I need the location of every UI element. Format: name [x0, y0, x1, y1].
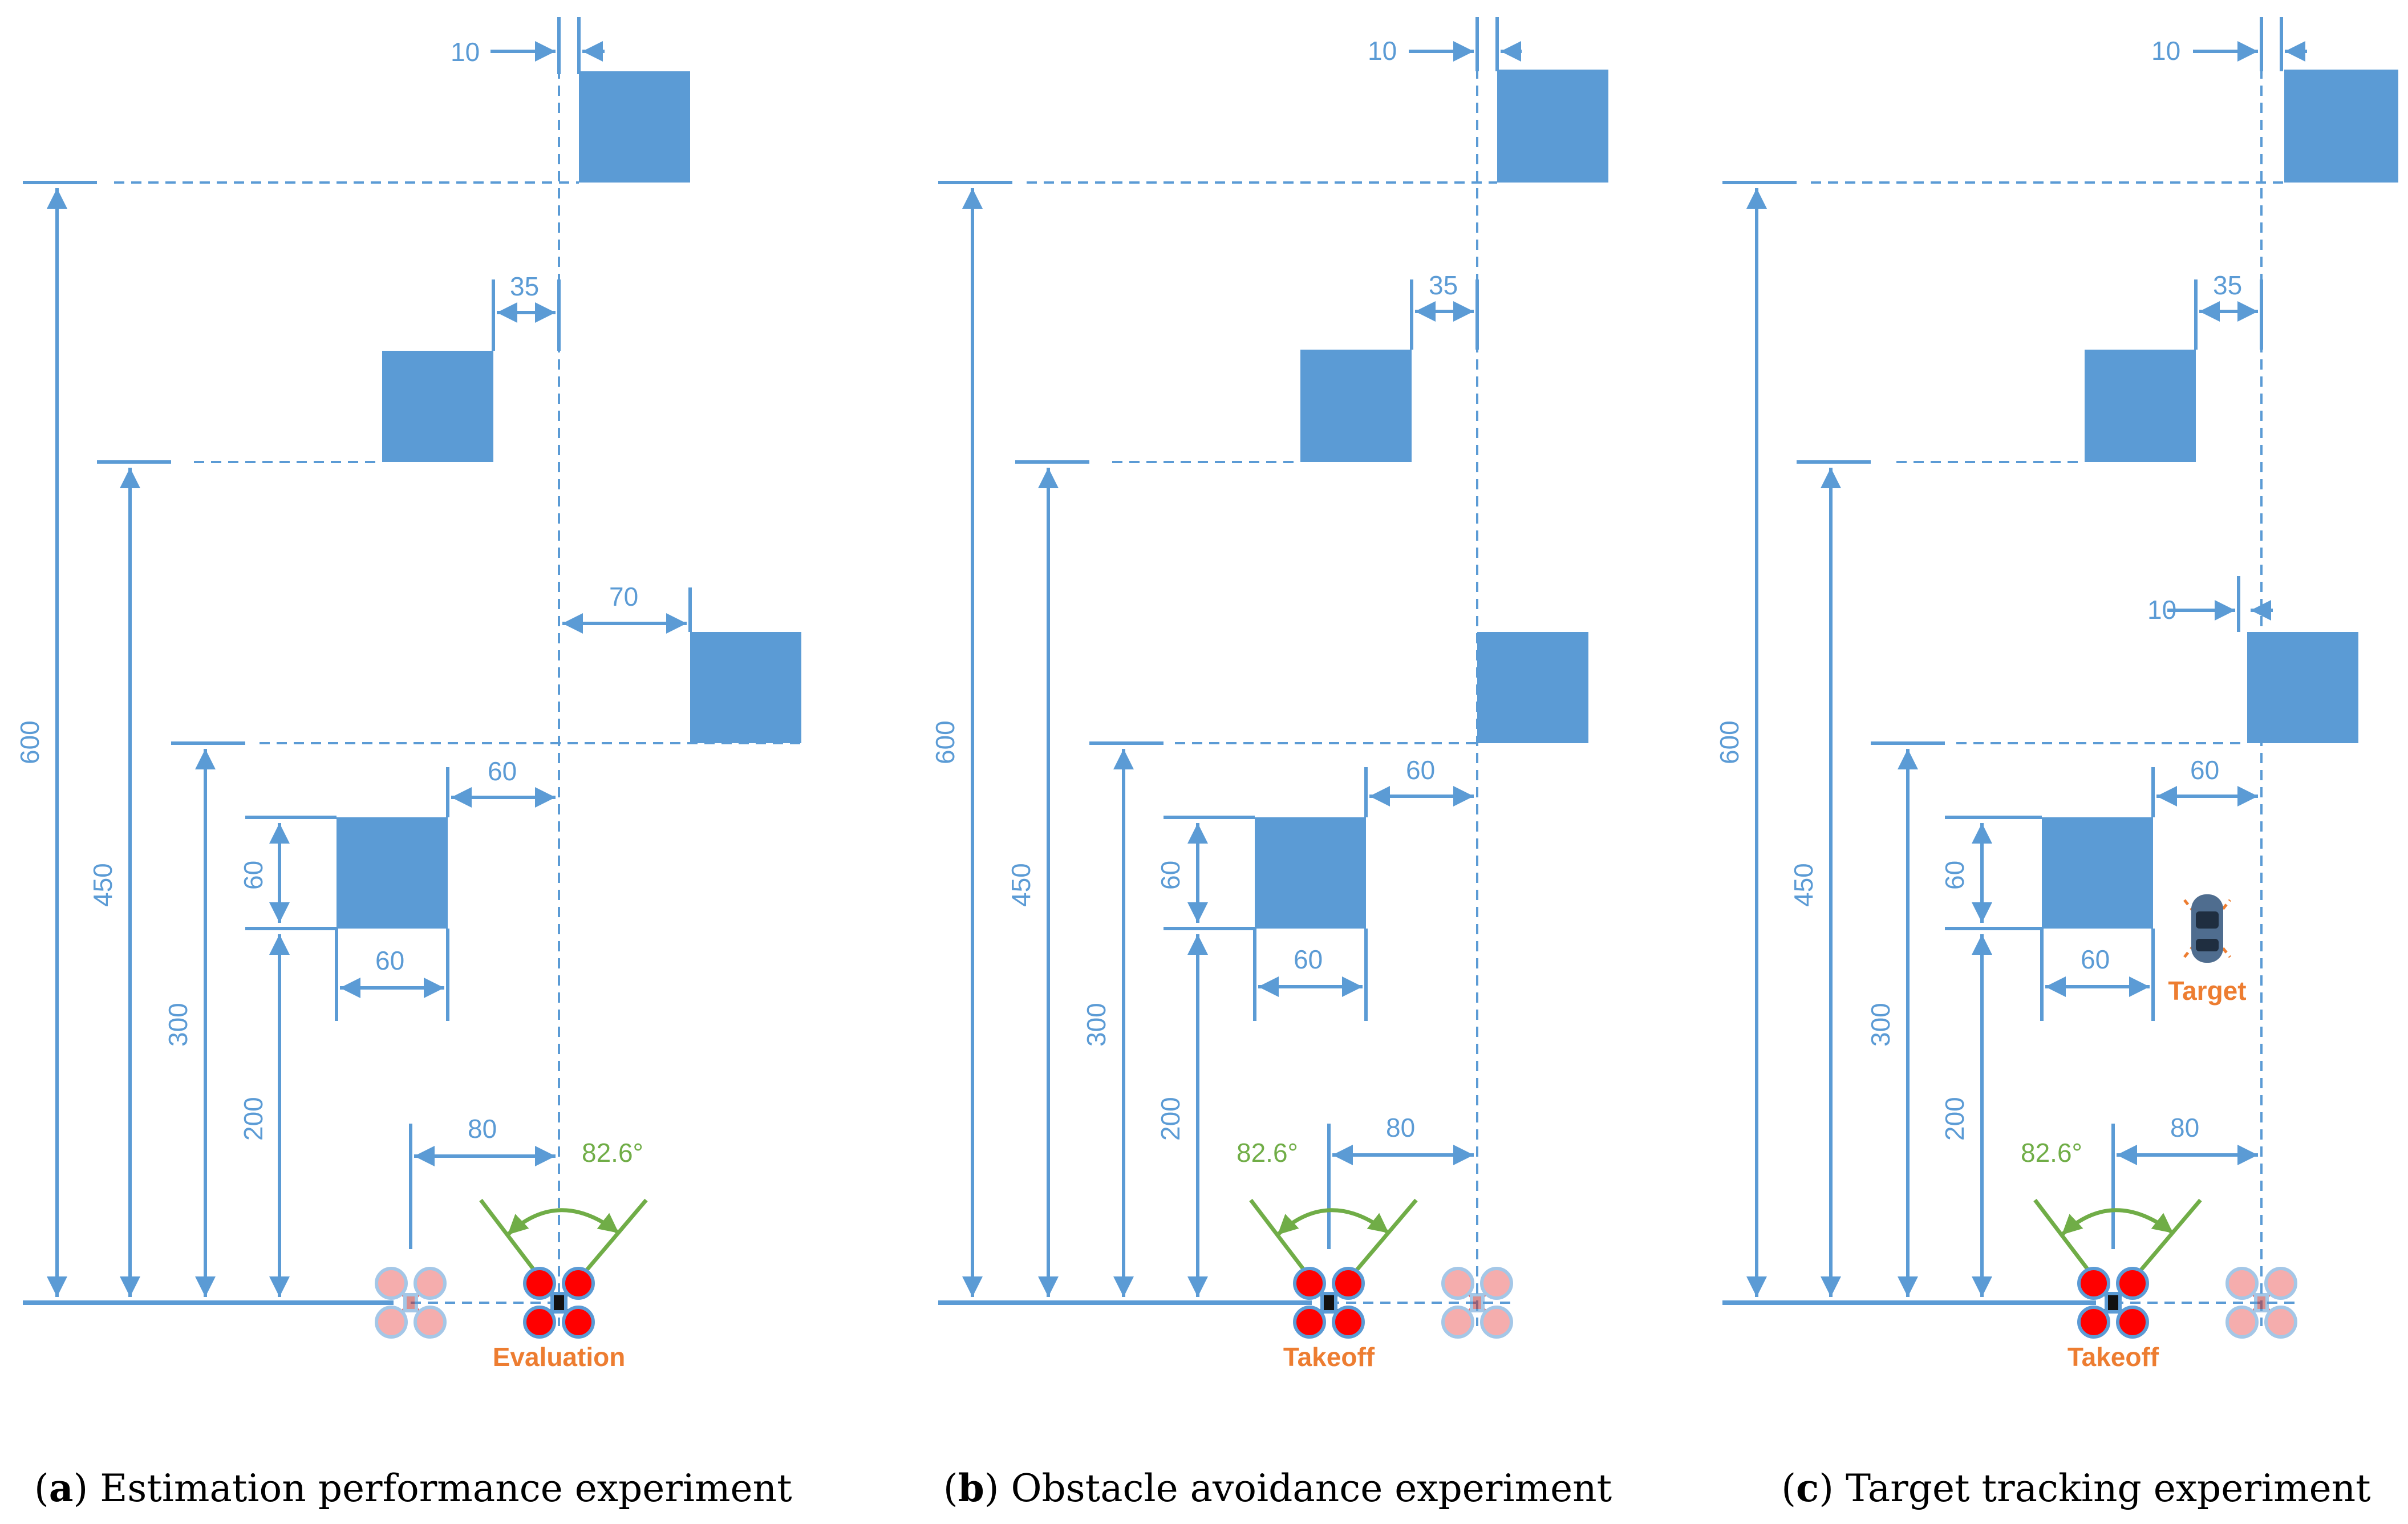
drone-label: Evaluation [493, 1342, 626, 1372]
caption-b: (b) Obstacle avoidance experiment [943, 1466, 1612, 1510]
drone-label: Takeoff [2068, 1342, 2159, 1372]
label-h300: 300 [1081, 1003, 1111, 1047]
caption-c: (c) Target tracking experiment [1781, 1466, 2371, 1510]
obstacle-3 [1477, 632, 1588, 743]
label-offset: 80 [1386, 1113, 1415, 1142]
label-h200: 200 [1156, 1097, 1185, 1141]
label-gap-top: 10 [2151, 36, 2180, 66]
label-gap-2: 35 [2213, 270, 2242, 300]
label-h200: 200 [1940, 1097, 1969, 1141]
label-gap-3: 70 [609, 582, 638, 611]
label-h450: 450 [1006, 863, 1036, 907]
caption-text: Target tracking experiment [1845, 1466, 2371, 1510]
obstacle-4 [1255, 817, 1366, 929]
label-h600: 600 [15, 720, 44, 764]
obstacle-4 [2042, 817, 2153, 929]
panel-b: 10 35 60 60 80 600 450 300 200 60 82.6° … [930, 17, 1608, 1372]
obstacle-1 [2284, 70, 2398, 183]
label-gap-3: 10 [2147, 595, 2176, 625]
label-h450: 450 [88, 863, 117, 907]
caption-text: Obstacle avoidance experiment [1011, 1466, 1612, 1510]
target-car-icon [2183, 894, 2231, 963]
label-box-h: 60 [238, 861, 268, 890]
panel-c: 10 35 10 60 60 80 600 450 300 200 60 82.… [1714, 17, 2398, 1372]
label-gap-top: 10 [451, 37, 480, 67]
obstacle-1 [1497, 70, 1608, 183]
drone-label: Takeoff [1283, 1342, 1375, 1372]
label-gap-top: 10 [1368, 36, 1397, 66]
label-gap-2: 35 [1429, 270, 1458, 300]
target-label: Target [2168, 976, 2246, 1006]
label-offset: 80 [2170, 1113, 2199, 1142]
label-fov: 82.6° [2021, 1138, 2082, 1168]
obstacle-4 [337, 817, 448, 929]
caption-a: (a) Estimation performance experiment [34, 1466, 792, 1510]
label-gap-4: 60 [1406, 755, 1435, 785]
label-box-w: 60 [2081, 945, 2110, 974]
label-box-h: 60 [1156, 861, 1185, 890]
label-offset: 80 [468, 1114, 497, 1144]
label-h200: 200 [238, 1097, 268, 1141]
label-gap-2: 35 [510, 271, 539, 301]
label-h300: 300 [1866, 1003, 1895, 1047]
label-box-w: 60 [375, 946, 404, 975]
caption-letter: a [48, 1466, 74, 1510]
label-h450: 450 [1789, 863, 1818, 907]
obstacle-3 [690, 632, 801, 743]
label-gap-4: 60 [2190, 755, 2219, 785]
obstacle-2 [2085, 350, 2196, 462]
caption-letter: b [958, 1466, 984, 1510]
obstacle-3 [2247, 632, 2358, 743]
label-box-h: 60 [1940, 861, 1969, 890]
label-h600: 600 [1714, 720, 1744, 764]
label-box-w: 60 [1294, 945, 1323, 974]
caption-letter: c [1796, 1466, 1819, 1510]
obstacle-2 [382, 351, 493, 462]
label-gap-4: 60 [488, 756, 517, 786]
panel-a: 10 35 70 60 60 80 600 450 300 200 60 82.… [15, 17, 801, 1372]
label-fov: 82.6° [582, 1138, 643, 1168]
caption-text: Estimation performance experiment [100, 1466, 792, 1510]
label-h600: 600 [930, 720, 960, 764]
obstacle-2 [1300, 350, 1412, 462]
obstacle-1 [579, 71, 690, 183]
label-h300: 300 [163, 1003, 193, 1047]
label-fov: 82.6° [1237, 1138, 1298, 1168]
